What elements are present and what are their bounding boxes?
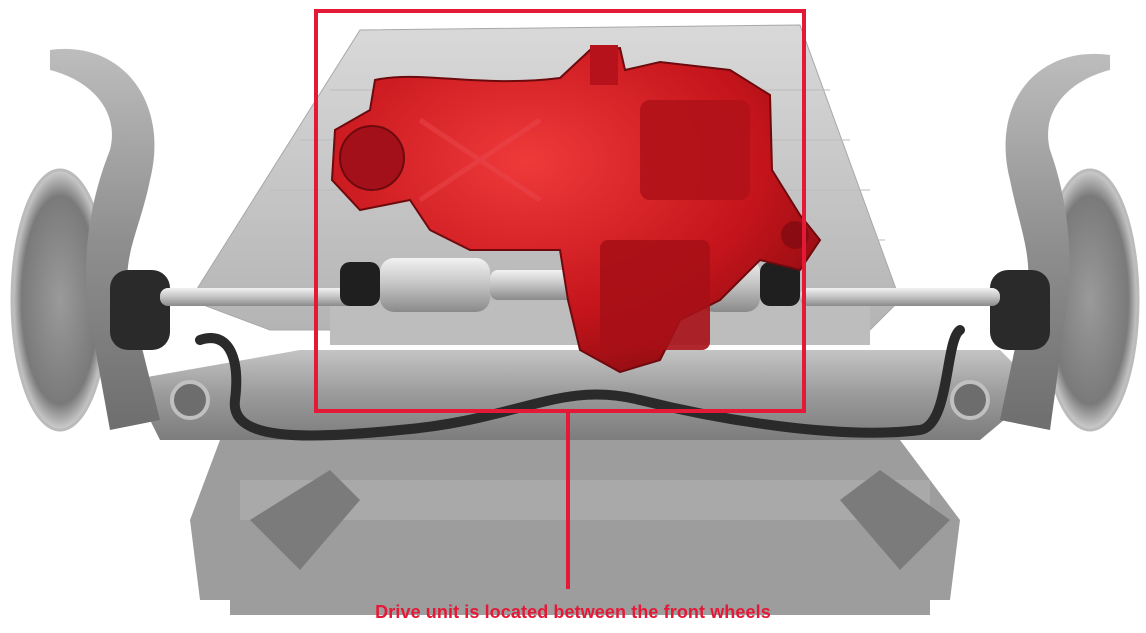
caption: Drive unit is located between the front …	[375, 602, 771, 622]
drive-unit	[330, 45, 822, 374]
left-wheel-hub	[10, 48, 170, 432]
right-wheel-hub	[990, 53, 1140, 432]
callout-leader-line	[566, 413, 570, 589]
sway-bar	[195, 325, 965, 441]
subframe	[130, 350, 1040, 615]
